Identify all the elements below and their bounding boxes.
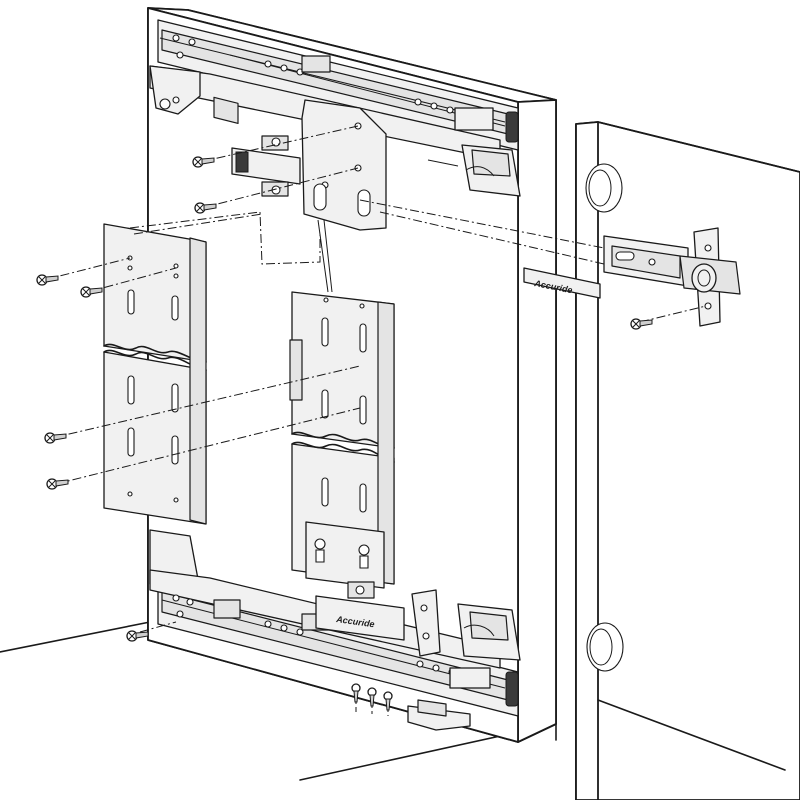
cabinet-face-frame — [575, 121, 800, 800]
mounting-screw — [351, 683, 361, 703]
mounting-screw — [80, 286, 103, 298]
mounting-screw — [194, 202, 217, 214]
slide-holes-bottom — [172, 594, 456, 676]
mounting-screw — [383, 691, 393, 711]
lower-right-hinge-arm — [457, 603, 521, 661]
frame-bore-hole-bottom — [586, 622, 624, 672]
upper-right-hinge-arm — [427, 144, 521, 197]
concealed-hinge — [603, 227, 741, 327]
mounting-screw — [44, 432, 67, 444]
mounting-screw — [192, 156, 215, 168]
frame-bore-hole-top — [585, 163, 623, 213]
upper-connecting-plate — [301, 99, 387, 293]
mounting-screw — [46, 478, 69, 490]
left-follower-bracket — [103, 223, 207, 525]
mounting-screws — [36, 156, 653, 711]
lower-hinge-mount: Accuride — [315, 581, 441, 657]
mounting-screw — [630, 318, 653, 330]
mounting-screw — [367, 687, 377, 707]
floor-bracket — [407, 699, 471, 731]
slide-holes-top — [172, 34, 454, 114]
mounting-screw — [36, 274, 59, 286]
mounting-screw — [126, 630, 149, 642]
lower-connecting-plate — [305, 521, 385, 589]
